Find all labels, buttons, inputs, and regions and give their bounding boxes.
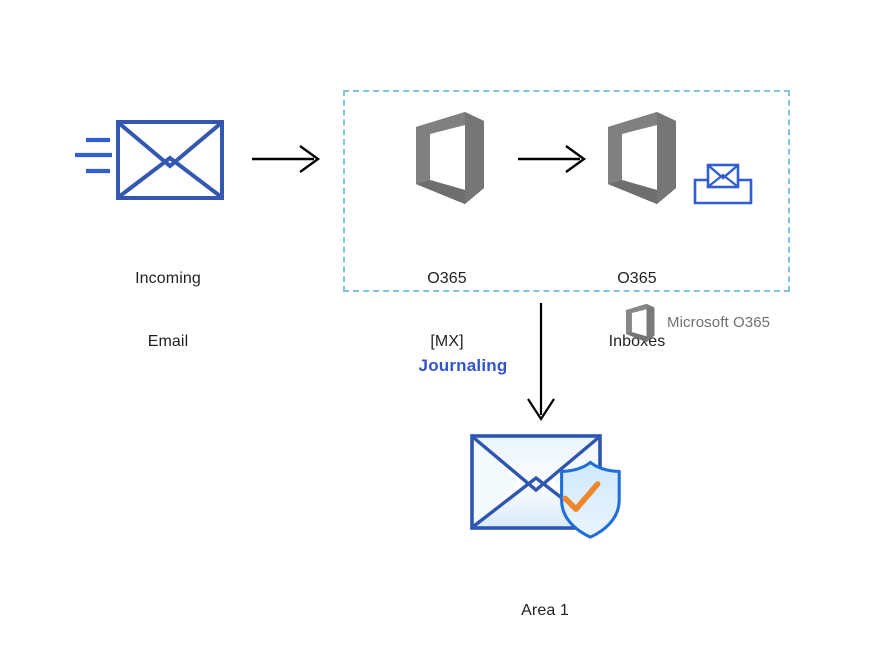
shielded-envelope-icon — [470, 434, 621, 539]
office-365-icon — [626, 303, 655, 343]
arrow-inboxes-to-area1 — [522, 303, 562, 423]
journaling-edge-label: Journaling — [418, 356, 508, 375]
inbox-tray-envelope-icon — [693, 163, 753, 205]
o365-inboxes-node — [597, 110, 681, 206]
incoming-email-node — [70, 118, 230, 210]
o365-mx-label-line1: O365 — [427, 270, 467, 287]
inbox-tray-badge — [692, 161, 754, 207]
incoming-email-label-line1: Incoming — [135, 270, 201, 287]
legend-office-365 — [621, 303, 657, 343]
o365-inboxes-label-line1: O365 — [617, 270, 657, 287]
incoming-email-label: Incoming Email — [88, 226, 248, 394]
area1-label-line1: Area 1 — [521, 602, 569, 619]
area1-node — [468, 432, 632, 548]
office-365-icon — [608, 112, 676, 204]
area1-label: Area 1 email security — [465, 558, 625, 653]
arrow-down-icon — [527, 303, 555, 422]
o365-mx-node — [405, 110, 489, 206]
incoming-email-label-line2: Email — [147, 333, 189, 350]
arrow-right-icon — [518, 145, 587, 173]
arrow-mx-to-inboxes — [518, 143, 588, 175]
microsoft-o365-zone-boundary — [343, 90, 790, 292]
o365-mx-label-line2: [MX] — [430, 333, 464, 350]
arrow-incoming-to-mx — [252, 143, 322, 175]
office-365-icon — [416, 112, 484, 204]
arrow-right-icon — [252, 145, 321, 173]
shield-check-icon — [560, 460, 621, 539]
speed-lines-icon — [75, 137, 112, 174]
o365-mx-label: O365 [MX] — [367, 226, 527, 394]
legend-label: Microsoft O365 — [667, 314, 771, 331]
envelope-icon — [75, 120, 224, 200]
